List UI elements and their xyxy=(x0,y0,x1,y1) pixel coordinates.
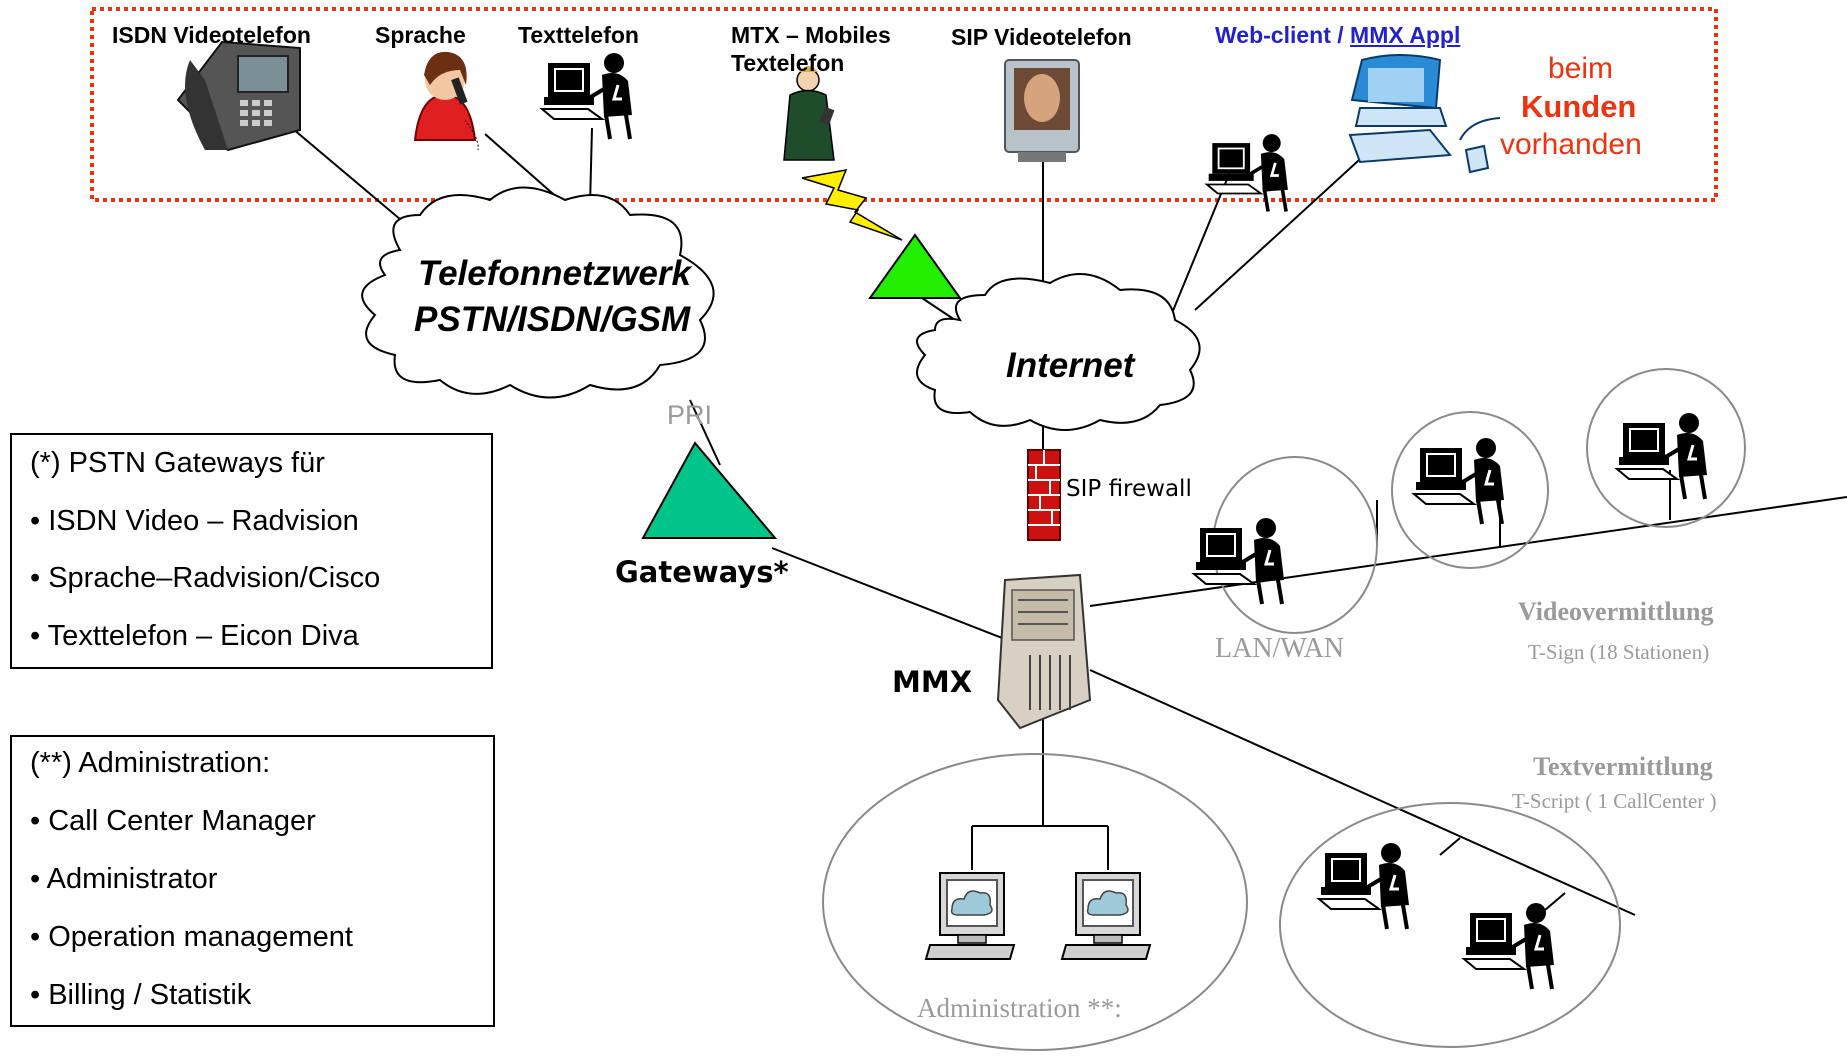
text-sub-label: T-Script ( 1 CallCenter ) xyxy=(1512,789,1717,813)
internet-cloud xyxy=(916,273,1201,431)
lan-wan-label: LAN/WAN xyxy=(1215,633,1345,664)
gateways-label: Gateways* xyxy=(615,555,789,589)
texttelefon-label: Texttelefon xyxy=(518,22,639,48)
gateway-box-item: • ISDN Video – Radvision xyxy=(30,505,359,537)
mtx-label-line2: Textelefon xyxy=(731,50,845,76)
admin-box-item: • Call Center Manager xyxy=(30,805,316,837)
gateway-box-title: (*) PSTN Gateways für xyxy=(30,447,325,479)
admin-box-title: (**) Administration: xyxy=(30,747,271,779)
sip-firewall-label: SIP firewall xyxy=(1066,476,1192,502)
speech-caller-icon xyxy=(413,51,479,151)
web-client-computer-icon xyxy=(1348,54,1501,174)
pri-label: PRI xyxy=(667,400,713,430)
texttelefon-user-icon xyxy=(540,51,634,141)
wireless-lightning-icon xyxy=(801,169,903,241)
gateway-box-item: • Texttelefon – Eicon Diva xyxy=(30,620,359,652)
mtx-label-line1: MTX – Mobiles xyxy=(731,22,891,48)
web-client-separator: / xyxy=(1330,22,1351,48)
admin-box-item: • Billing / Statistik xyxy=(30,979,252,1011)
internet-label: Internet xyxy=(1006,346,1135,385)
web-client-link[interactable]: Web-client xyxy=(1215,22,1331,48)
admin-box-item: • Operation management xyxy=(30,921,353,953)
customer-note-line3: vorhanden xyxy=(1500,128,1642,161)
text-operator-icon xyxy=(1317,841,1411,931)
text-operator-icon xyxy=(1462,901,1556,991)
phone-network-label-line1: Telefonnetzwerk xyxy=(418,254,691,293)
customer-premises-frame xyxy=(90,7,1718,202)
video-operator-icon xyxy=(1615,411,1709,501)
video-title-label: Videovermittlung xyxy=(1518,597,1714,626)
phone-network-label-line2: PSTN/ISDN/GSM xyxy=(414,300,691,339)
isdn-videophone-icon xyxy=(176,40,301,152)
mobile-gateway-triangle-icon xyxy=(868,233,962,299)
mmx-appl-link[interactable]: MMX Appl xyxy=(1350,22,1461,48)
isdn-videophone-label: ISDN Videotelefon xyxy=(112,22,311,48)
admin-computer-icon xyxy=(1061,872,1151,960)
gateway-box-item: • Sprache–Radvision/Cisco xyxy=(30,562,381,594)
mmx-server-icon xyxy=(996,573,1092,730)
sip-videophone-label: SIP Videotelefon xyxy=(951,24,1132,50)
video-operator-icon xyxy=(1412,436,1506,526)
admin-box-item: • Administrator xyxy=(30,863,218,895)
gateway-triangle-icon xyxy=(641,441,778,539)
customer-note-line1: beim xyxy=(1548,52,1614,85)
phone-network-cloud xyxy=(361,186,715,399)
video-operator-icon xyxy=(1192,516,1286,606)
admin-circle-label: Administration **: xyxy=(917,993,1122,1023)
connection-lines xyxy=(279,117,1847,916)
video-sub-label: T-Sign (18 Stationen) xyxy=(1528,640,1710,664)
admin-info-box: (**) Administration: • Call Center Manag… xyxy=(10,735,495,1027)
mobile-texter-icon xyxy=(783,66,835,161)
web-client-label: Web-client / MMX Appl xyxy=(1215,22,1460,49)
text-title-label: Textvermittlung xyxy=(1533,752,1713,781)
customer-note-line2: Kunden xyxy=(1521,89,1637,124)
sip-videophone-icon xyxy=(1004,59,1080,162)
admin-computer-icon xyxy=(925,872,1015,960)
sip-firewall-icon xyxy=(1027,449,1061,541)
gateway-info-box: (*) PSTN Gateways für • ISDN Video – Rad… xyxy=(10,433,493,669)
speech-label: Sprache xyxy=(375,22,466,48)
mmx-label: MMX xyxy=(892,665,973,699)
